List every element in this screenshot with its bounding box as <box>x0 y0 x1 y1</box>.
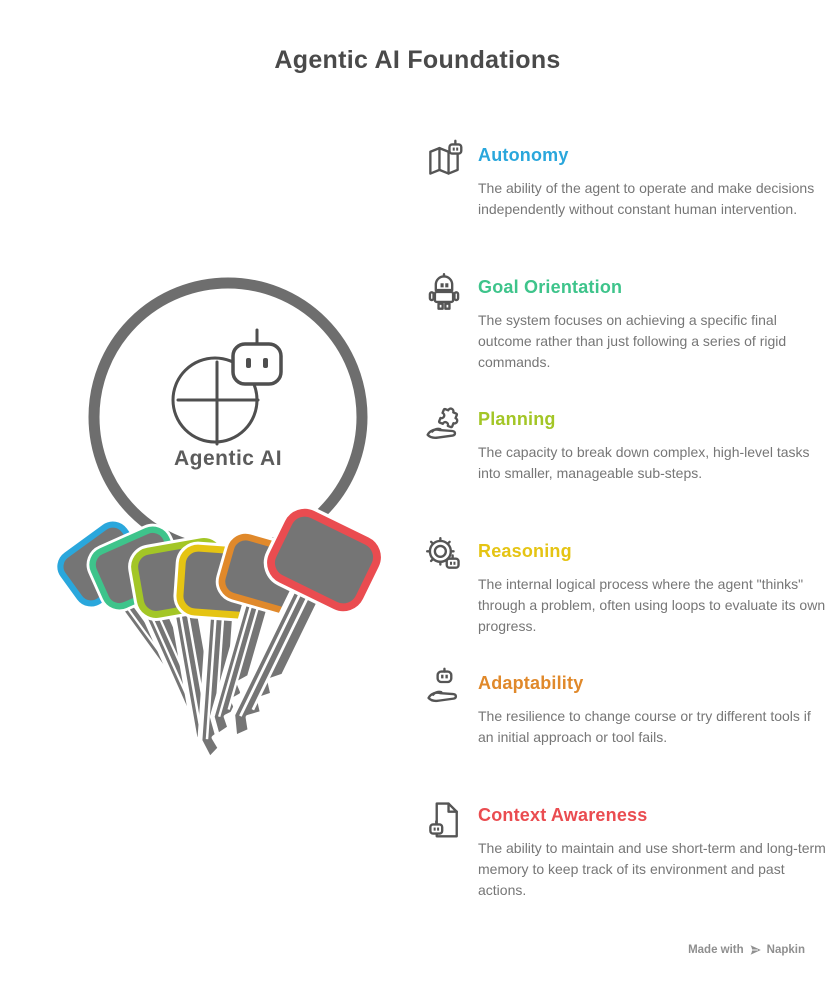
item-adaptability: Adaptability The resilience to change co… <box>424 666 819 748</box>
robot-icon <box>428 273 460 310</box>
napkin-logo-icon <box>750 945 761 955</box>
item-desc-goal-orientation: The system focuses on achieving a specif… <box>478 312 787 370</box>
napkin-brand-text: Napkin <box>766 944 805 956</box>
key-context-awareness-key <box>229 505 385 742</box>
item-desc-planning: The capacity to break down complex, high… <box>478 444 810 481</box>
map-robot-icon <box>429 139 463 175</box>
concept-list: Autonomy The ability of the agent to ope… <box>424 0 826 984</box>
item-desc-reasoning: The internal logical process where the a… <box>478 576 826 634</box>
item-title-context-awareness: Context Awareness <box>478 805 648 825</box>
gear-robot-icon <box>426 537 460 569</box>
hand-robot-icon <box>427 667 458 703</box>
made-with-text: Made with <box>688 944 744 956</box>
page-title: Agentic AI Foundations <box>274 46 561 74</box>
item-context-awareness: Context Awareness The ability to maintai… <box>424 798 826 901</box>
item-desc-autonomy: The ability of the agent to operate and … <box>478 180 815 217</box>
key-ring-circle <box>88 277 368 557</box>
item-planning: Planning The capacity to break down comp… <box>424 402 819 484</box>
hand-puzzle-icon <box>426 407 459 439</box>
made-with-napkin: Made with Napkin <box>688 944 805 956</box>
document-robot-icon <box>429 802 458 838</box>
keys-group <box>54 505 385 762</box>
item-desc-adaptability: The resilience to change course or try d… <box>478 708 811 745</box>
item-desc-context-awareness: The ability to maintain and use short-te… <box>478 840 826 898</box>
keyring-svg: Agentic AI <box>54 277 385 762</box>
item-title-adaptability: Adaptability <box>478 673 584 693</box>
item-goal-orientation: Goal Orientation The system focuses on a… <box>424 270 819 373</box>
robot-head-icon <box>231 328 283 386</box>
keyring-illustration: Agentic AI <box>20 268 420 808</box>
item-title-autonomy: Autonomy <box>478 145 569 165</box>
item-autonomy: Autonomy The ability of the agent to ope… <box>424 138 819 220</box>
item-title-planning: Planning <box>478 409 556 429</box>
agentic-ai-emblem <box>171 328 283 446</box>
item-title-reasoning: Reasoning <box>478 541 572 561</box>
item-reasoning: Reasoning The internal logical process w… <box>424 534 825 637</box>
keyring-label: Agentic AI <box>174 447 282 470</box>
item-title-goal-orientation: Goal Orientation <box>478 277 623 297</box>
